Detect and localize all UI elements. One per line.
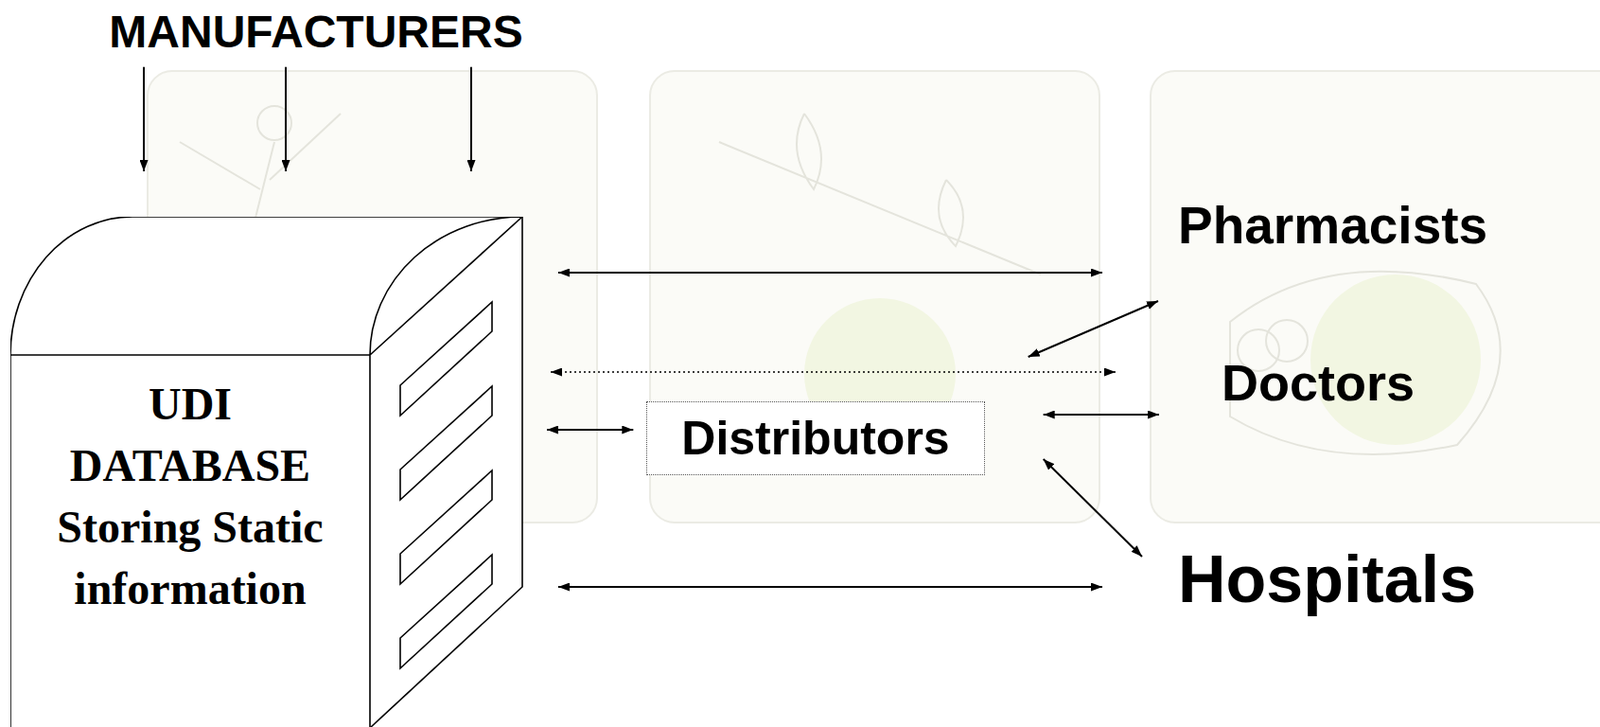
watermark-leaves [719, 113, 1041, 275]
node-label: Distributors [681, 409, 950, 467]
source-label: MANUFACTURERS [108, 4, 523, 60]
database-label-area: UDI DATABASE Storing Static information [10, 354, 370, 639]
connector-arrow [1043, 413, 1160, 416]
watermark-panel [1150, 70, 1600, 523]
connector-arrow [546, 428, 633, 431]
node-label: Hospitals [1178, 539, 1477, 619]
stakeholder-label: Hospitals [1178, 539, 1477, 619]
connector-arrow [558, 585, 1103, 588]
connector-arrow [558, 271, 1103, 274]
connector-arrow [1028, 300, 1159, 357]
connector-arrow [550, 370, 1116, 372]
database-cylinder: UDI DATABASE Storing Static information [10, 216, 527, 727]
connector-arrow [284, 67, 287, 172]
stakeholder-label: Doctors [1221, 351, 1415, 414]
connector-arrow [470, 67, 473, 172]
watermark-panel [650, 70, 1100, 523]
node-label: MANUFACTURERS [108, 4, 523, 60]
connector-arrow [142, 67, 145, 172]
node-label: Pharmacists [1178, 193, 1488, 257]
node-label: Doctors [1221, 351, 1415, 414]
process-box: Distributors [646, 401, 985, 475]
connector-arrow [1043, 458, 1143, 557]
database-label: UDI DATABASE Storing Static information [29, 373, 352, 619]
stakeholder-label: Pharmacists [1178, 193, 1488, 257]
